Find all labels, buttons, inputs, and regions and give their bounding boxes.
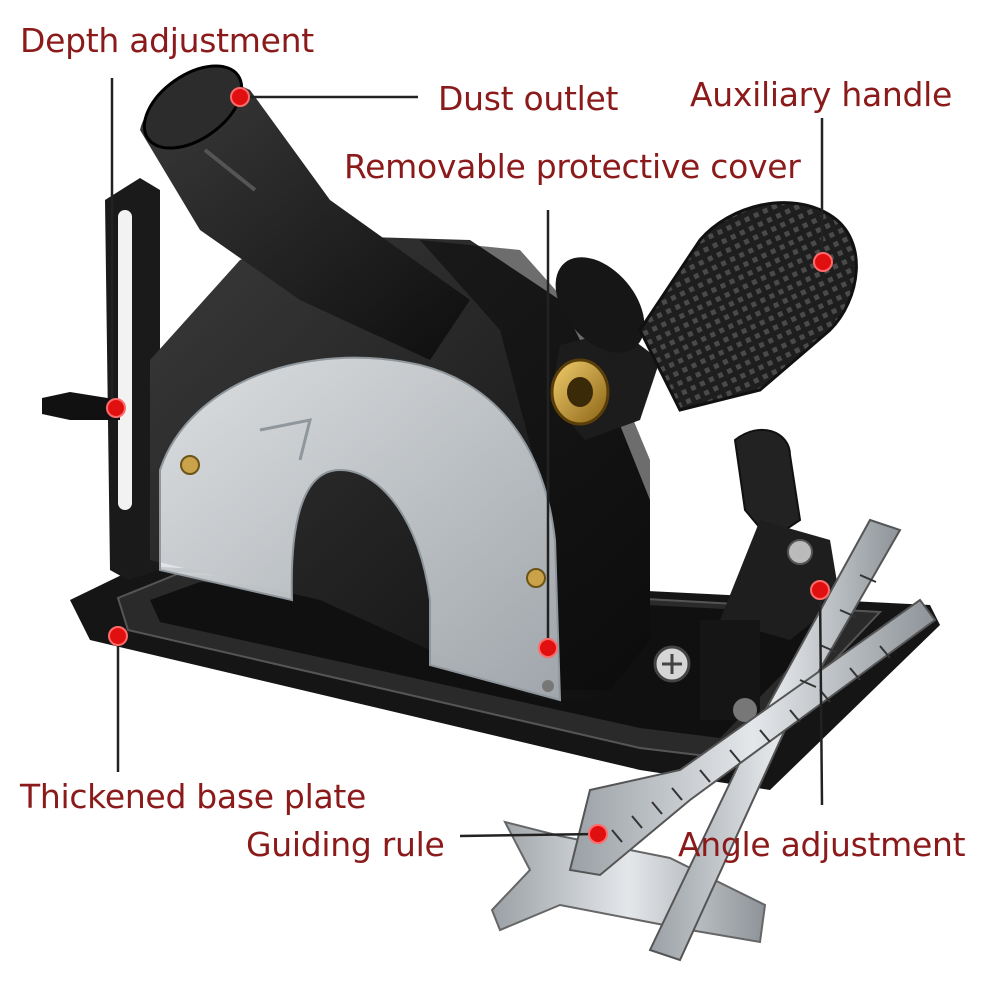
- leader-lines: [110, 78, 824, 838]
- marker-angle-adjustment: [810, 580, 830, 600]
- angle-mechanism: [653, 429, 840, 722]
- marker-auxiliary-handle: [813, 252, 833, 272]
- label-depth-adjustment: Depth adjustment: [20, 21, 314, 60]
- label-dust-outlet: Dust outlet: [438, 79, 619, 118]
- marker-dust-outlet: [230, 87, 250, 107]
- marker-depth-adjustment: [106, 398, 126, 418]
- guiding-rule: [568, 518, 937, 962]
- label-removable-protective-cover: Removable protective cover: [344, 147, 801, 186]
- protective-cover: [159, 356, 562, 702]
- depth-bracket: [42, 178, 160, 580]
- label-guiding-rule: Guiding rule: [246, 825, 445, 864]
- handle: [550, 201, 858, 440]
- marker-protective-cover: [538, 638, 558, 658]
- marker-guiding-rule: [588, 824, 608, 844]
- callout-markers: [106, 87, 833, 844]
- marker-base-plate: [108, 626, 128, 646]
- dust-outlet-tube: [140, 64, 470, 361]
- label-thickened-base-plate: Thickened base plate: [20, 777, 367, 816]
- label-angle-adjustment: Angle adjustment: [678, 825, 966, 864]
- label-auxiliary-handle: Auxiliary handle: [690, 75, 953, 114]
